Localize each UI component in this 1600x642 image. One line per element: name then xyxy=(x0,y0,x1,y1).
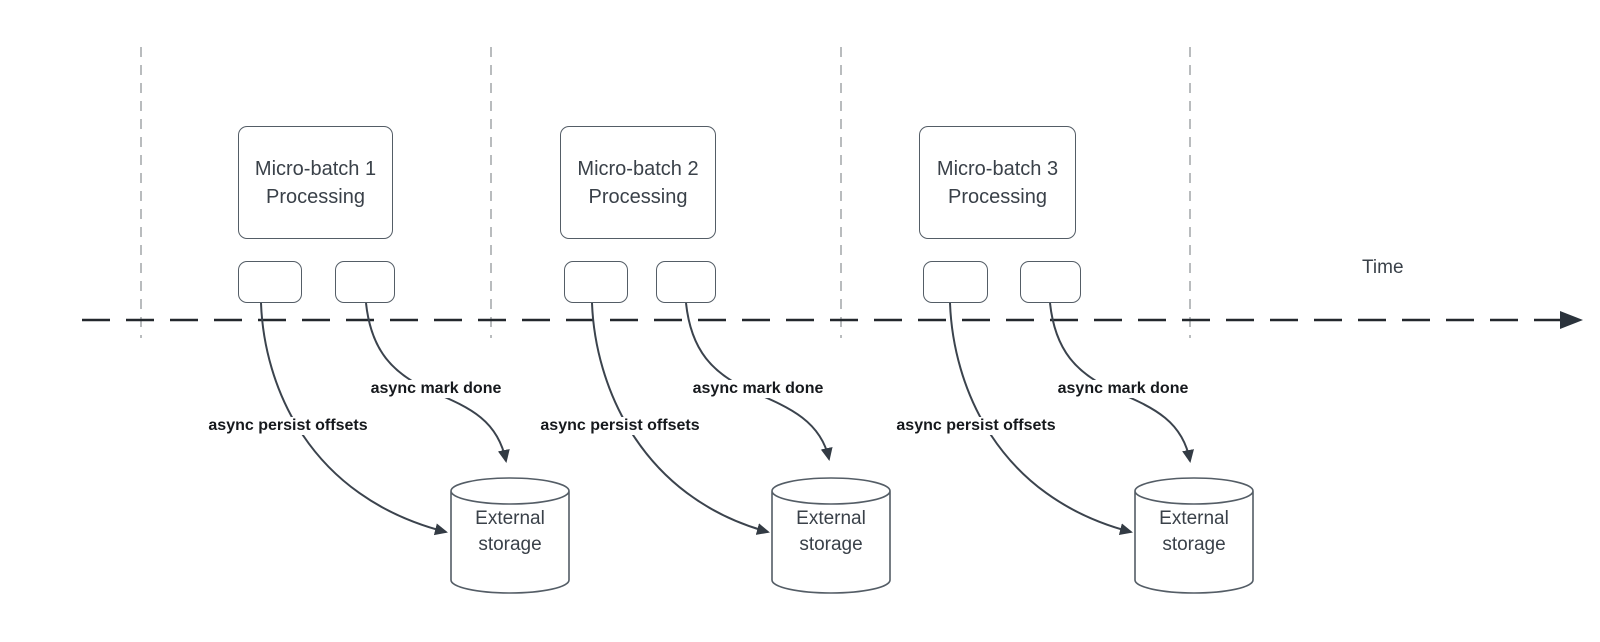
microbatch-3-processing-label: Micro-batch 3 Processing xyxy=(936,157,1059,208)
microbatch-2-persist-task-box xyxy=(564,261,628,303)
persist-offsets-arrow-label-3: async persist offsets xyxy=(893,417,1059,435)
microbatch-2-processing-box: Micro-batch 2 Processing xyxy=(560,126,716,239)
persist-offsets-arrow-1 xyxy=(260,302,448,536)
persist-offsets-arrow-3 xyxy=(949,302,1133,536)
external-storage-cylinder-1 xyxy=(450,477,570,594)
persist-offsets-arrow-label-1: async persist offsets xyxy=(205,417,371,435)
mark-done-arrow-label-2: async mark done xyxy=(689,380,827,398)
external-storage-cylinder-2 xyxy=(771,477,891,594)
external-storage-label-2: External storage xyxy=(796,508,866,555)
microbatch-1-persist-task-box xyxy=(238,261,302,303)
persist-offsets-arrow-label-2: async persist offsets xyxy=(537,417,703,435)
external-storage-label-1: External storage xyxy=(475,508,545,555)
mark-done-arrow-label-1: async mark done xyxy=(367,380,505,398)
microbatch-2-processing-label: Micro-batch 2 Processing xyxy=(577,157,699,208)
microbatch-3-mark-done-task-box xyxy=(1020,261,1081,303)
time-axis-arrowhead-icon xyxy=(1560,311,1583,329)
persist-offsets-arrow-2 xyxy=(591,302,770,535)
microbatch-1-processing-box: Micro-batch 1 Processing xyxy=(238,126,393,239)
microbatch-1-mark-done-task-box xyxy=(335,261,395,303)
mark-done-arrow-label-3: async mark done xyxy=(1054,380,1192,398)
external-storage-label-3: External storage xyxy=(1159,508,1229,555)
microbatch-2-mark-done-task-box xyxy=(656,261,716,303)
microbatch-1-processing-label: Micro-batch 1 Processing xyxy=(254,157,377,208)
microbatch-3-processing-box: Micro-batch 3 Processing xyxy=(919,126,1076,239)
time-axis-label: Time xyxy=(1362,257,1404,278)
external-storage-cylinder-3 xyxy=(1134,477,1254,594)
microbatch-3-persist-task-box xyxy=(923,261,988,303)
